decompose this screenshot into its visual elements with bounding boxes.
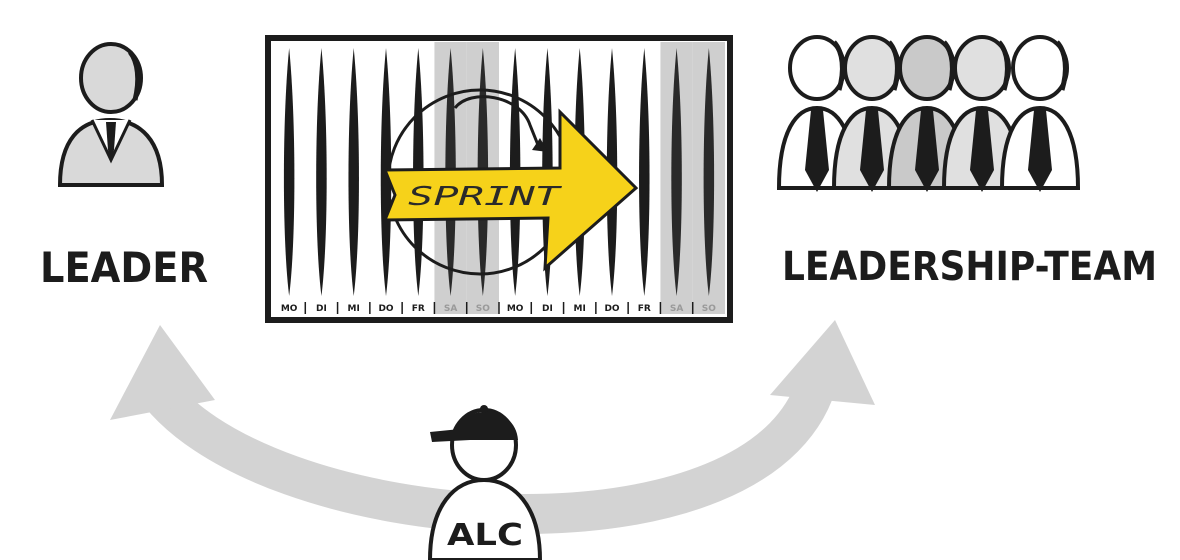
left-arrowhead xyxy=(110,325,215,420)
day-label: SO xyxy=(476,304,490,314)
day-bar xyxy=(703,48,715,296)
right-arrowhead xyxy=(770,320,875,405)
alc-label: ALC xyxy=(447,518,523,553)
sprint-label: SPRINT xyxy=(408,182,562,212)
sprint-board: MO DI MI DO FR SA SO MO DI MI DO FR SA SO SPRINT xyxy=(265,35,733,323)
leader-label: LEADER xyxy=(40,243,208,292)
day-label: FR xyxy=(412,304,425,314)
day-label: DO xyxy=(378,304,393,314)
day-bar xyxy=(671,48,682,296)
leader-figure xyxy=(57,42,165,187)
day-label: SA xyxy=(444,304,457,314)
day-label: DI xyxy=(542,304,553,314)
day-label: MI xyxy=(574,304,586,314)
day-label: SO xyxy=(702,304,716,314)
day-bar xyxy=(283,48,295,296)
day-label: MO xyxy=(507,304,524,314)
day-bar xyxy=(316,48,327,296)
loop-arrowhead-icon xyxy=(532,138,548,152)
day-labels: MO DI MI DO FR SA SO MO DI MI DO FR SA SO xyxy=(281,302,716,314)
team-member xyxy=(999,35,1081,192)
day-label: MO xyxy=(281,304,298,314)
day-label: MI xyxy=(348,304,360,314)
leadership-team-figures xyxy=(776,35,1081,192)
day-label: FR xyxy=(638,304,651,314)
alc-figure: ALC xyxy=(427,405,543,560)
loop-icon xyxy=(453,95,542,151)
day-label: SA xyxy=(670,304,683,314)
leadership-team-label: LEADERSHIP-TEAM xyxy=(782,244,1157,290)
sprint-arrow-icon xyxy=(382,108,639,272)
day-label: DI xyxy=(316,304,327,314)
day-label: DO xyxy=(604,304,619,314)
day-bar xyxy=(639,48,650,296)
day-bar xyxy=(348,48,359,296)
